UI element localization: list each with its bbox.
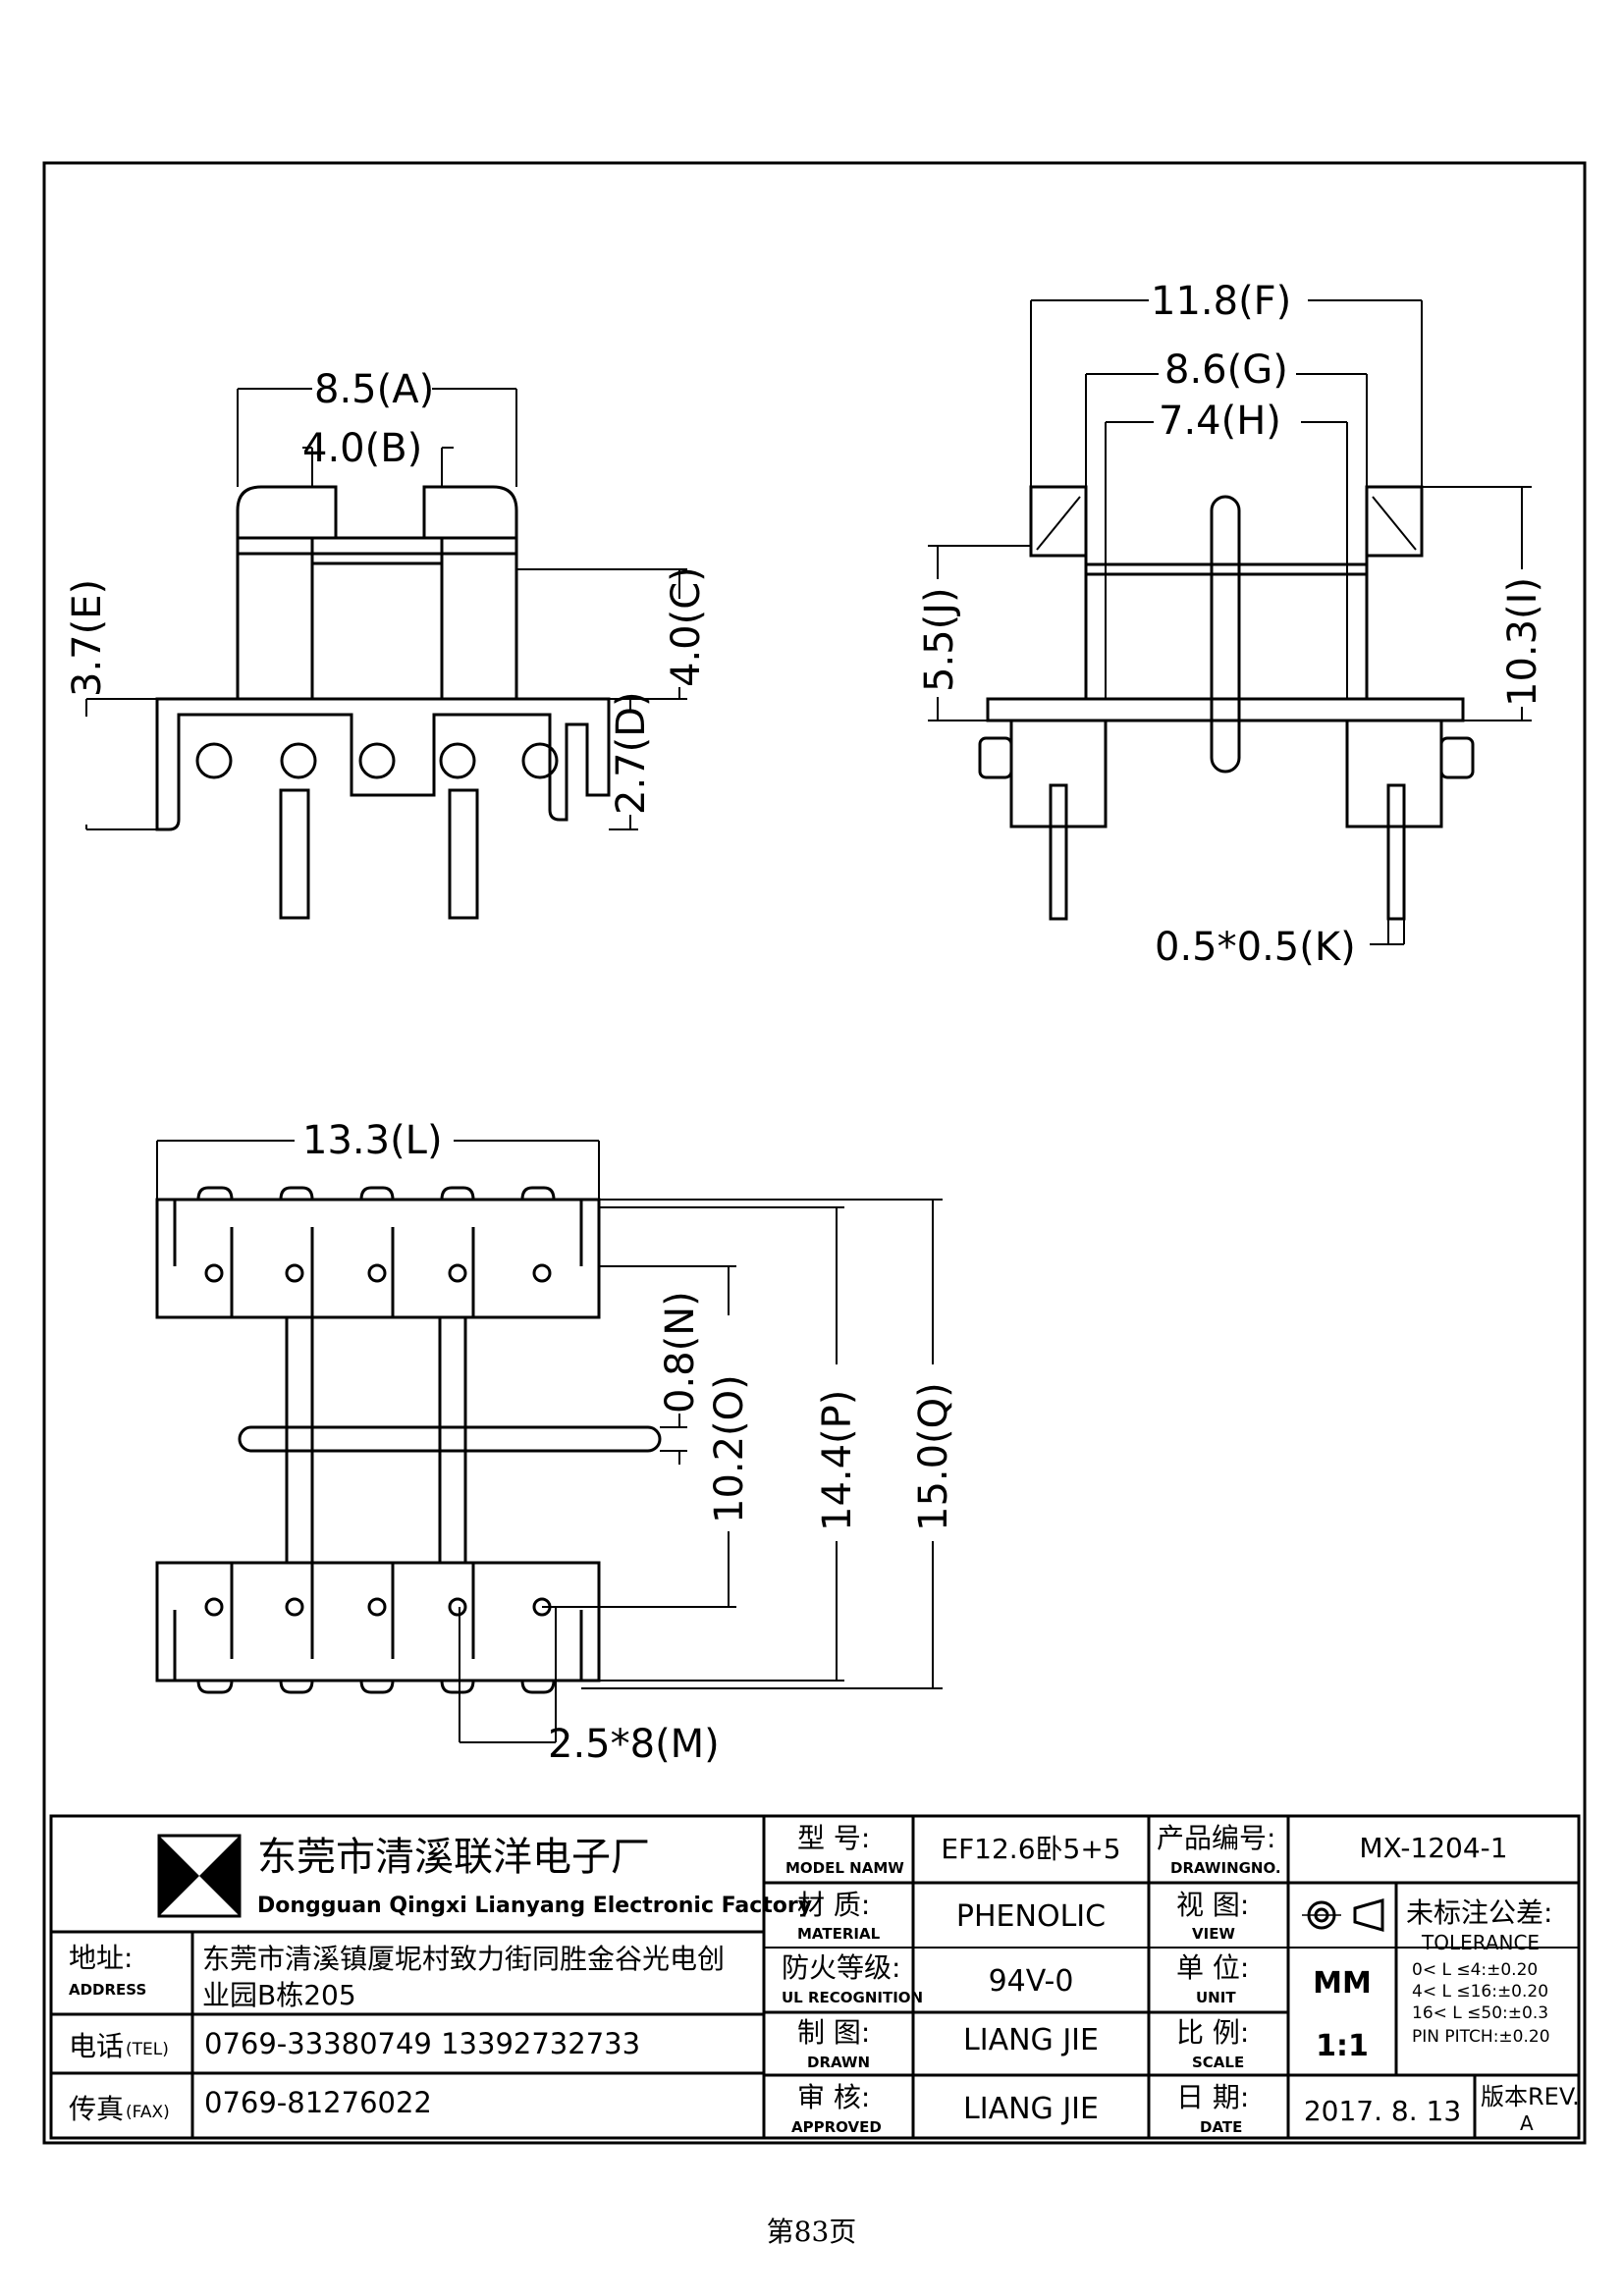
drawingno-value: MX-1204-1 [1359, 1832, 1507, 1864]
material-label-en: MATERIAL [797, 1925, 881, 1943]
drawn-label-cn: 制 图: [797, 2016, 870, 2049]
rev-value: A [1520, 2111, 1534, 2135]
scale-label-en: SCALE [1192, 2054, 1244, 2071]
rev-label: 版本REV. [1481, 2083, 1580, 2110]
scale-value: 1:1 [1316, 2029, 1369, 2063]
model-label-cn: 型 号: [797, 1822, 870, 1854]
fax-label-cn: 传真 [69, 2093, 124, 2125]
title-block [49, 1814, 1581, 2140]
approved-label-en: APPROVED [791, 2118, 882, 2136]
tel-label-en: (TEL) [126, 2040, 169, 2059]
model-label-en: MODEL NAMW [785, 1859, 904, 1877]
tolerance-line-4: PIN PITCH:±0.20 [1412, 2027, 1550, 2047]
page-number: 第83页 [766, 2216, 857, 2248]
tel-label-cn: 电话 [69, 2030, 124, 2062]
model-value: EF12.6卧5+5 [941, 1833, 1120, 1865]
address-line1: 东莞市清溪镇厦坭村致力街同胜金谷光电创 [202, 1943, 725, 1975]
side-view [928, 299, 1532, 945]
dim-K: 0.5*0.5(K) [1155, 925, 1356, 970]
dim-O: 10.2(O) [707, 1374, 752, 1523]
tolerance-line-1: 0< L ≤4:±0.20 [1412, 1960, 1538, 1980]
dim-F: 11.8(F) [1151, 279, 1291, 324]
company-name-en: Dongguan Qingxi Lianyang Electronic Fact… [257, 1894, 812, 1918]
scale-label-cn: 比 例: [1176, 2016, 1249, 2049]
drawing-border [42, 161, 1587, 2145]
projection-symbol-icon [1302, 1898, 1384, 1932]
material-label-cn: 材 质: [797, 1889, 870, 1921]
unit-value: MM [1313, 1966, 1372, 2001]
material-value: PHENOLIC [956, 1899, 1106, 1934]
date-label-en: DATE [1200, 2118, 1242, 2136]
dim-B: 4.0(B) [302, 426, 422, 471]
approved-label-cn: 审 核: [797, 2081, 870, 2113]
dim-H: 7.4(H) [1159, 399, 1281, 444]
fax-label-en: (FAX) [126, 2103, 170, 2122]
dim-A: 8.5(A) [314, 367, 434, 412]
date-value: 2017. 8. 13 [1304, 2095, 1461, 2127]
view-label-en: VIEW [1192, 1925, 1235, 1943]
drawn-value: LIANG JIE [963, 2023, 1099, 2057]
dim-C: 4.0(C) [664, 566, 709, 687]
dim-P: 14.4(P) [815, 1390, 860, 1531]
ul-label-en: UL RECOGNITION [782, 1989, 923, 2006]
dim-Q: 15.0(Q) [911, 1382, 956, 1531]
dim-L: 13.3(L) [302, 1118, 443, 1163]
approved-value: LIANG JIE [963, 2092, 1099, 2126]
dim-N: 0.8(N) [658, 1291, 703, 1414]
address-line2: 业园B栋205 [202, 1979, 356, 2011]
drawingno-label-en: DRAWINGNO. [1170, 1859, 1281, 1877]
tolerance-label-cn: 未标注公差: [1406, 1896, 1552, 1929]
fax-value: 0769-81276022 [204, 2086, 432, 2119]
unit-label-en: UNIT [1196, 1989, 1236, 2006]
view-label-cn: 视 图: [1176, 1889, 1249, 1921]
company-logo [157, 1834, 242, 1918]
dim-M: 2.5*8(M) [548, 1722, 720, 1767]
ul-value: 94V-0 [989, 1964, 1074, 1999]
drawn-label-en: DRAWN [807, 2054, 870, 2071]
company-name-cn: 东莞市清溪联洋电子厂 [257, 1835, 650, 1880]
address-label-en: ADDRESS [69, 1981, 146, 1999]
front-view [85, 388, 687, 920]
tolerance-label-en: TOLERANCE [1421, 1931, 1540, 1954]
ul-label-cn: 防火等级: [782, 1951, 900, 1984]
tel-value: 0769-33380749 13392732733 [204, 2027, 640, 2060]
drawingno-label-cn: 产品编号: [1157, 1822, 1275, 1854]
unit-label-cn: 单 位: [1176, 1951, 1249, 1984]
date-label-cn: 日 期: [1176, 2081, 1249, 2113]
tolerance-line-3: 16< L ≤50:±0.3 [1412, 2003, 1548, 2023]
address-label-cn: 地址: [69, 1942, 133, 1974]
dim-I: 10.3(I) [1500, 577, 1545, 707]
dim-D: 2.7(D) [609, 691, 654, 815]
dim-J: 5.5(J) [917, 587, 962, 692]
bottom-view [155, 1140, 943, 1743]
dim-E: 3.7(E) [65, 579, 110, 697]
tolerance-line-2: 4< L ≤16:±0.20 [1412, 1982, 1548, 2002]
dim-G: 8.6(G) [1164, 347, 1288, 393]
